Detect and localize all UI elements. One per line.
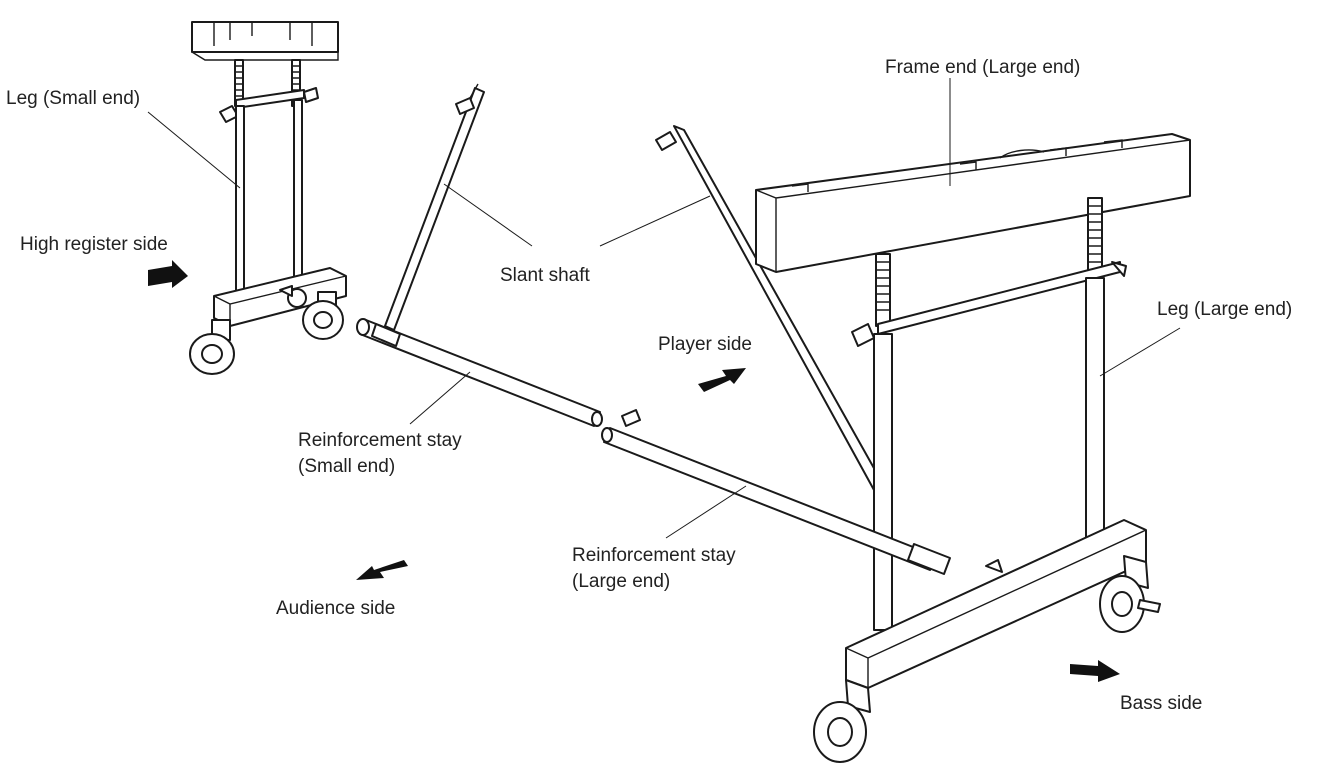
label-stay-large-line1: Reinforcement stay xyxy=(572,545,736,566)
label-leg-small: Leg (Small end) xyxy=(6,88,140,109)
audience-side-arrow xyxy=(356,560,408,580)
large-leg-caster-back xyxy=(1099,555,1161,633)
small-frame-block xyxy=(191,21,339,61)
bass-side-arrow xyxy=(1070,660,1120,682)
high-register-arrow xyxy=(148,260,188,288)
label-stay-small-line2: (Small end) xyxy=(298,456,395,477)
small-leg-tube-right xyxy=(293,99,303,295)
reinforcement-stay-small xyxy=(356,318,603,427)
player-side-arrow xyxy=(698,368,746,392)
label-frame-end-large: Frame end (Large end) xyxy=(885,57,1080,78)
small-leg-caster-left xyxy=(189,319,235,375)
slant-shaft-small xyxy=(384,83,485,331)
leg-small-leader xyxy=(147,111,241,189)
label-stay-large-line2: (Large end) xyxy=(572,571,670,592)
label-stay-small-line1: Reinforcement stay xyxy=(298,430,462,451)
small-leg-base xyxy=(213,267,347,327)
large-leg-caster-front xyxy=(813,679,871,763)
label-slant-shaft: Slant shaft xyxy=(500,265,590,286)
label-high-register-side: High register side xyxy=(20,234,168,255)
stay-large-leader xyxy=(665,485,747,539)
slant-shaft-leader-left xyxy=(443,183,533,247)
label-leg-large: Leg (Large end) xyxy=(1157,299,1292,320)
small-leg-caster-right xyxy=(302,291,344,340)
reinforcement-stay-large xyxy=(601,409,951,575)
label-audience-side: Audience side xyxy=(276,598,395,619)
leg-large-end xyxy=(851,197,1127,631)
small-leg-tube-left xyxy=(235,105,245,295)
frame-end-large xyxy=(755,133,1191,273)
leg-large-leader xyxy=(1099,327,1181,377)
stay-small-leader xyxy=(409,371,471,425)
leg-small-end-assembly xyxy=(189,21,347,375)
label-bass-side: Bass side xyxy=(1120,693,1202,714)
label-player-side: Player side xyxy=(658,334,752,355)
slant-shaft-leader-right xyxy=(599,195,711,247)
small-leg-wingnut-right xyxy=(303,87,319,103)
